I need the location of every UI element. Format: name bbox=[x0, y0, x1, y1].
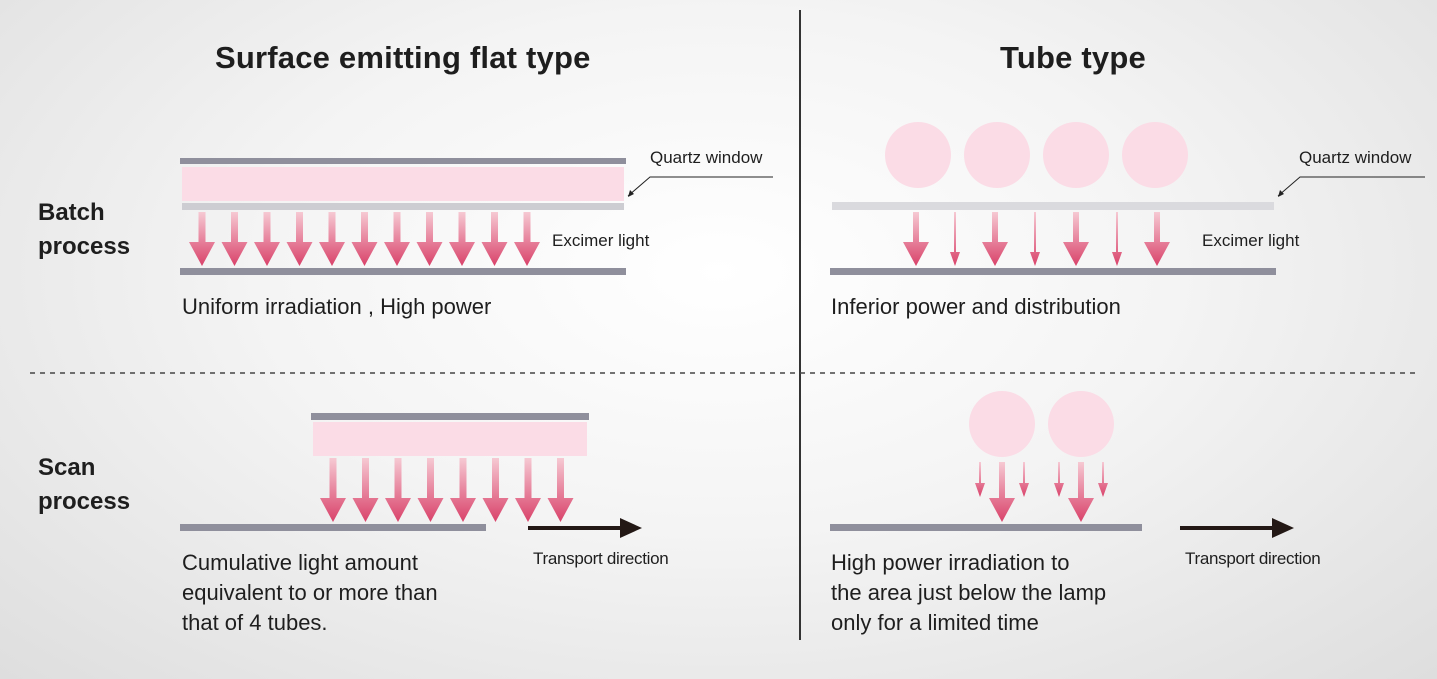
excimer-light-arrows bbox=[975, 462, 1108, 522]
light-arrow bbox=[351, 212, 378, 266]
light-arrow bbox=[189, 212, 215, 266]
thin-light-arrow bbox=[950, 212, 960, 266]
quartz-window-label: Quartz window bbox=[650, 148, 763, 167]
flat-scan-diagram bbox=[180, 413, 642, 538]
transport-direction-label: Transport direction bbox=[533, 549, 669, 568]
leader-arrowhead bbox=[628, 190, 634, 197]
flat-batch-caption: Uniform irradiation , High power bbox=[182, 294, 492, 319]
quartz-window-leader bbox=[627, 176, 773, 197]
substrate-plate bbox=[830, 268, 1276, 275]
tube-lamp bbox=[1122, 122, 1188, 188]
light-arrow bbox=[221, 212, 248, 266]
tube-lamp bbox=[964, 122, 1030, 188]
batch-process-row-title: Batch process bbox=[38, 199, 131, 260]
light-arrow bbox=[286, 212, 313, 266]
light-arrow bbox=[989, 462, 1015, 522]
transport-direction-label: Transport direction bbox=[1185, 549, 1321, 568]
light-arrow bbox=[352, 458, 379, 522]
flat-lamp-body bbox=[313, 422, 587, 456]
flat-lamp-top-plate bbox=[180, 158, 626, 164]
light-arrow bbox=[384, 212, 410, 266]
light-arrow bbox=[449, 212, 475, 266]
thin-light-arrow bbox=[1030, 212, 1040, 266]
flat-lamp-top-plate bbox=[311, 413, 589, 420]
light-arrow bbox=[1063, 212, 1089, 266]
light-arrow bbox=[1144, 212, 1170, 266]
light-arrow bbox=[254, 212, 280, 266]
quartz-window-plate bbox=[832, 202, 1274, 210]
tube-type-column-title: Tube type bbox=[1000, 40, 1146, 75]
substrate-plate bbox=[830, 524, 1142, 531]
tube-lamps bbox=[969, 391, 1114, 457]
thin-light-arrow bbox=[1112, 212, 1122, 266]
light-arrow bbox=[385, 458, 411, 522]
light-arrow bbox=[1068, 462, 1094, 522]
substrate-plate bbox=[180, 524, 486, 531]
excimer-light-arrows bbox=[903, 212, 1170, 266]
flat-scan-caption: Cumulative light amount equivalent to or… bbox=[182, 550, 438, 635]
thin-light-arrow bbox=[1098, 462, 1108, 497]
tube-lamps bbox=[885, 122, 1188, 188]
quartz-window-plate bbox=[182, 203, 624, 210]
light-arrow bbox=[319, 212, 345, 266]
tube-lamp bbox=[885, 122, 951, 188]
light-arrow bbox=[482, 458, 509, 522]
flat-type-column-title: Surface emitting flat type bbox=[215, 40, 591, 75]
light-arrow bbox=[320, 458, 346, 522]
tube-batch-caption: Inferior power and distribution bbox=[831, 294, 1121, 319]
light-arrow bbox=[450, 458, 476, 522]
light-arrow bbox=[547, 458, 574, 522]
tube-batch-diagram bbox=[830, 122, 1425, 275]
tube-scan-diagram bbox=[830, 391, 1294, 538]
excimer-light-label: Excimer light bbox=[1202, 231, 1300, 250]
light-arrow bbox=[515, 458, 541, 522]
quartz-window-label: Quartz window bbox=[1299, 148, 1412, 167]
tube-scan-caption: High power irradiation to the area just … bbox=[831, 550, 1107, 635]
excimer-light-arrows bbox=[320, 458, 574, 522]
transport-direction-arrow bbox=[1180, 518, 1294, 538]
scan-process-row-title: Scan process bbox=[38, 454, 131, 515]
thin-light-arrow bbox=[975, 462, 985, 497]
tube-lamp bbox=[1043, 122, 1109, 188]
light-arrow bbox=[416, 212, 443, 266]
flat-batch-diagram bbox=[180, 158, 773, 275]
substrate-plate bbox=[180, 268, 626, 275]
thin-light-arrow bbox=[1019, 462, 1029, 497]
tube-lamp bbox=[969, 391, 1035, 457]
light-arrow bbox=[982, 212, 1008, 266]
transport-direction-arrow bbox=[528, 518, 642, 538]
tube-lamp bbox=[1048, 391, 1114, 457]
leader-arrowhead bbox=[1278, 190, 1284, 197]
excimer-light-arrows bbox=[189, 212, 540, 266]
light-arrow bbox=[903, 212, 929, 266]
flat-lamp-body bbox=[182, 167, 624, 201]
light-arrow bbox=[481, 212, 508, 266]
excimer-light-label: Excimer light bbox=[552, 231, 650, 250]
quartz-window-leader bbox=[1277, 176, 1425, 197]
thin-light-arrow bbox=[1054, 462, 1064, 497]
light-arrow bbox=[514, 212, 540, 266]
light-arrow bbox=[417, 458, 444, 522]
